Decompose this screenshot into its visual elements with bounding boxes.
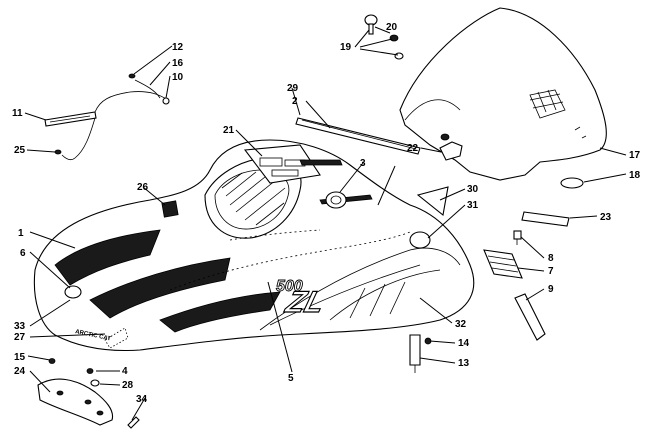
callout-1: 1 [18, 228, 24, 239]
side-reflector [521, 211, 570, 227]
callout-21: 21 [223, 125, 235, 136]
callout-19: 19 [340, 42, 352, 53]
grille-fastener [513, 230, 522, 245]
windshield-bracket [439, 133, 463, 161]
callout-3: 3 [360, 158, 366, 169]
callout-33: 33 [14, 321, 26, 332]
callout-9: 9 [548, 284, 554, 295]
callout-22: 22 [407, 143, 419, 154]
callout-28: 28 [122, 380, 134, 391]
washer-28 [90, 379, 100, 387]
screw-34 [127, 416, 140, 429]
windshield [399, 7, 607, 181]
side-decal [416, 186, 449, 217]
callout-30: 30 [467, 184, 479, 195]
callout-18: 18 [629, 170, 641, 181]
side-badge: 500 [276, 278, 303, 295]
callout-25: 25 [14, 145, 26, 156]
callout-2: 2 [292, 96, 298, 107]
nut-15 [48, 358, 56, 364]
callout-29: 29 [287, 83, 299, 94]
callout-17: 17 [629, 150, 641, 161]
callout-labels: 1 2 3 4 5 6 7 8 9 10 11 12 13 14 15 16 1… [12, 22, 641, 405]
hood-bracket [409, 334, 432, 373]
callout-31: 31 [467, 200, 479, 211]
side-grille [483, 249, 523, 279]
callout-24: 24 [14, 366, 26, 377]
callout-8: 8 [548, 253, 554, 264]
windshield-bolts [364, 14, 404, 60]
hood-decal-strip [295, 117, 421, 155]
callout-32: 32 [455, 319, 467, 330]
callout-4: 4 [122, 366, 128, 377]
hood: ZL 500 ARCTIC CAT [33, 139, 475, 352]
callout-15: 15 [14, 352, 26, 363]
callout-26: 26 [137, 182, 149, 193]
callout-34: 34 [136, 394, 148, 405]
callout-16: 16 [172, 58, 184, 69]
callout-23: 23 [600, 212, 612, 223]
callout-27: 27 [14, 332, 26, 343]
callout-11: 11 [12, 108, 23, 119]
callout-5: 5 [288, 373, 294, 384]
callout-10: 10 [172, 72, 184, 83]
grommet [560, 177, 584, 189]
callout-13: 13 [458, 358, 470, 369]
callout-14: 14 [458, 338, 470, 349]
hood-latch [514, 293, 546, 341]
nut-4 [86, 368, 94, 374]
callout-6: 6 [20, 248, 26, 259]
callout-7: 7 [548, 266, 554, 277]
cable-assembly [44, 73, 170, 161]
callout-12: 12 [172, 42, 184, 53]
front-bumper-bracket [37, 378, 114, 426]
leader-lines [24, 26, 627, 421]
callout-20: 20 [386, 22, 398, 33]
